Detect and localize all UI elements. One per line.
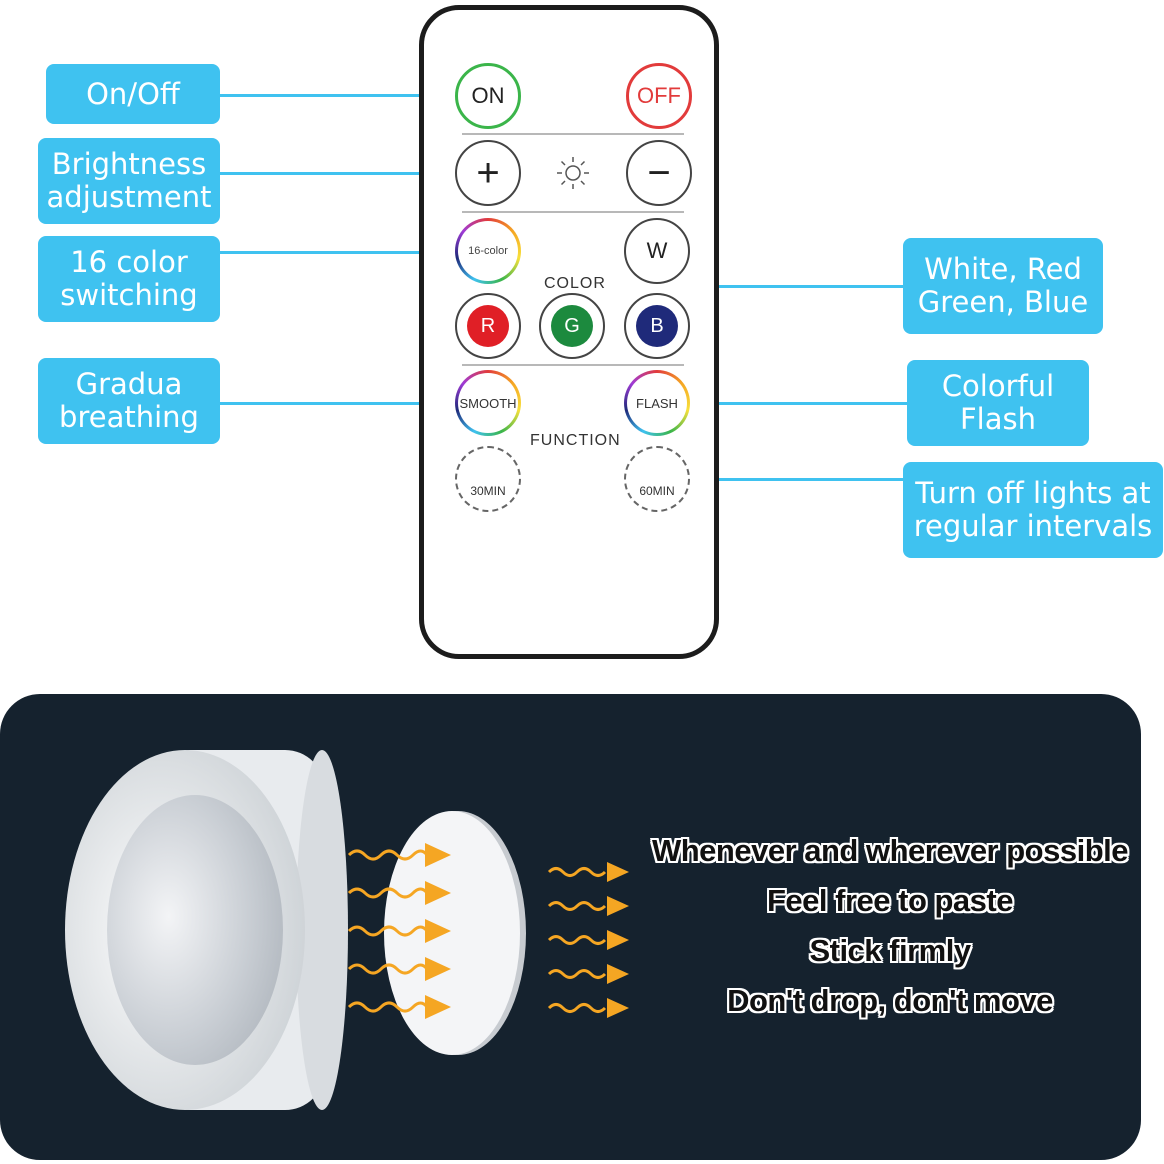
leader-line (220, 251, 458, 254)
brightness-down-button[interactable]: − (626, 140, 692, 206)
plus-label: + (476, 150, 500, 195)
callout-text: Colorful (941, 369, 1055, 403)
g-label: G (564, 314, 580, 337)
divider (462, 364, 684, 366)
divider (462, 133, 684, 135)
smooth-button[interactable]: SMOOTH (455, 370, 521, 436)
heat-arrows-right (547, 862, 629, 1018)
sun-icon (557, 157, 589, 189)
leader-line (220, 94, 458, 97)
timer-30min-button[interactable]: 30MIN (455, 446, 521, 512)
white-button[interactable]: W (624, 218, 690, 284)
heat-arrows-left (347, 843, 451, 1019)
callout-text: Turn off lights at (915, 476, 1151, 510)
off-button[interactable]: OFF (626, 63, 692, 129)
leader-line (668, 285, 903, 288)
leader-line (668, 478, 903, 481)
flash-label: FLASH (636, 395, 678, 411)
callout-text: 16 color (70, 245, 188, 279)
smooth-label: SMOOTH (459, 395, 517, 411)
slogan-line: Stick firmly (809, 933, 971, 968)
puck-light-illustration (65, 750, 348, 1110)
brightness-up-button[interactable]: + (455, 140, 521, 206)
on-button-label: ON (471, 83, 505, 108)
red-button-face: R (467, 305, 509, 347)
callout-timer: Turn off lights at regular intervals (903, 462, 1163, 558)
leader-line (220, 402, 458, 405)
callout-text: Brightness (51, 147, 207, 181)
slogan-line: Whenever and wherever possible (651, 833, 1129, 868)
leader-line (220, 172, 458, 175)
w-label: W (646, 238, 668, 263)
slogan-line: Don't drop, don't move (727, 983, 1053, 1018)
minus-label: − (647, 150, 671, 195)
divider (462, 211, 684, 213)
callout-on-off: On/Off (46, 64, 220, 124)
color-heading: COLOR (544, 275, 606, 292)
callout-text: Green, Blue (917, 285, 1089, 319)
b-label: B (650, 314, 664, 337)
r-label: R (480, 314, 496, 337)
adhesive-pad-illustration (384, 811, 526, 1055)
callout-text: adjustment (46, 180, 212, 214)
callout-text: switching (60, 278, 198, 312)
callout-flash: Colorful Flash (907, 360, 1089, 446)
callout-text: breathing (59, 400, 199, 434)
flash-button[interactable]: FLASH (624, 370, 690, 436)
red-button[interactable]: R (455, 293, 521, 359)
timer30-label: 30MIN (470, 484, 506, 498)
callout-text: Flash (960, 402, 1036, 436)
timer-60min-button[interactable]: 60MIN (624, 446, 690, 512)
callout-breathing: Gradua breathing (38, 358, 220, 444)
on-button[interactable]: ON (455, 63, 521, 129)
callout-text: regular intervals (913, 509, 1153, 543)
green-button[interactable]: G (539, 293, 605, 359)
callout-text: On/Off (86, 76, 180, 111)
16-color-label: 16-color (468, 245, 508, 257)
leader-line (668, 402, 907, 405)
callout-wrgb: White, Red Green, Blue (903, 238, 1103, 334)
timer60-label: 60MIN (639, 484, 675, 498)
function-heading: FUNCTION (530, 432, 621, 449)
16-color-button[interactable]: 16-color (455, 218, 521, 284)
callout-brightness: Brightness adjustment (38, 138, 220, 224)
blue-button[interactable]: B (624, 293, 690, 359)
callout-text: Gradua (75, 367, 183, 401)
callout-text: White, Red (924, 252, 1082, 286)
blue-button-face: B (636, 305, 678, 347)
slogan-line: Feel free to paste (767, 883, 1013, 918)
callout-16-color: 16 color switching (38, 236, 220, 322)
off-button-label: OFF (637, 83, 681, 108)
green-button-face: G (551, 305, 593, 347)
